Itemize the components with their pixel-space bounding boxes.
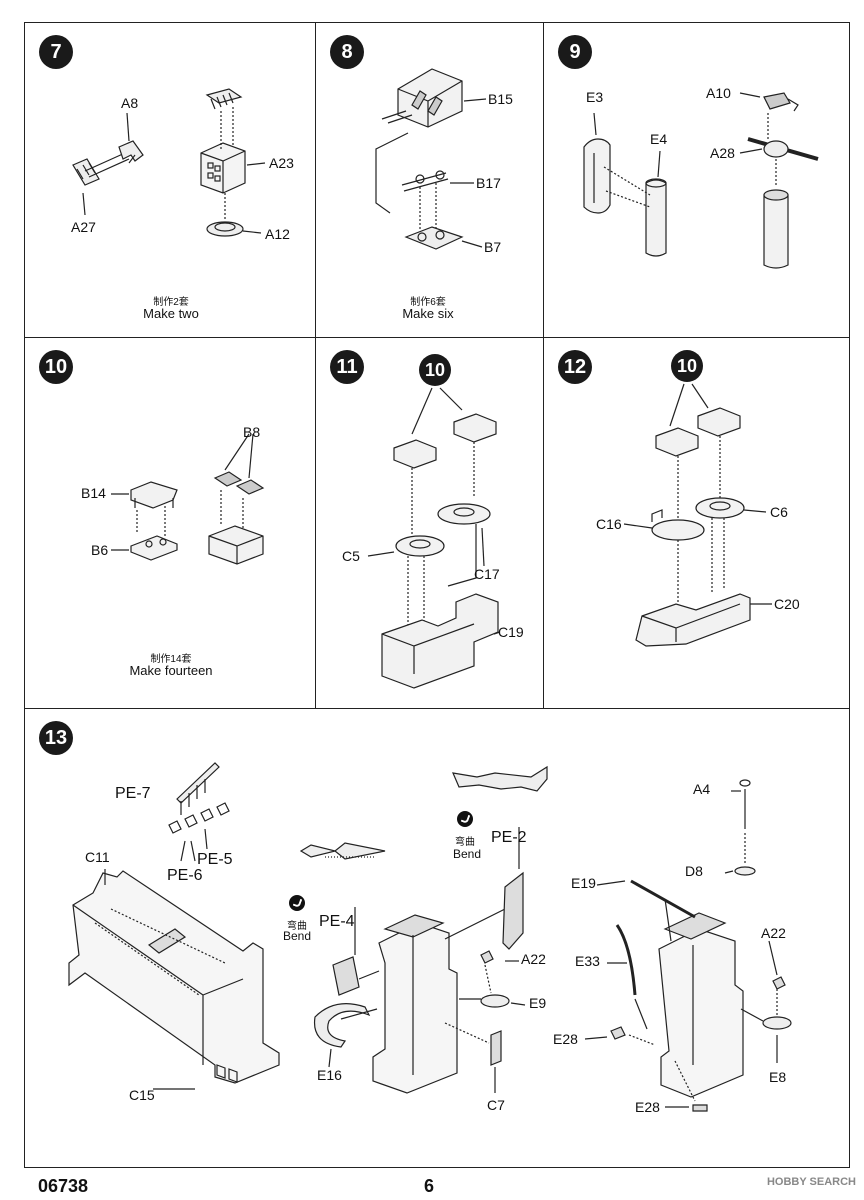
bend-icon xyxy=(289,895,305,911)
label-e28: E28 xyxy=(553,1031,578,1047)
label-c15: C15 xyxy=(129,1087,155,1103)
label-e33: E33 xyxy=(575,953,600,969)
step-10-drawing xyxy=(111,433,265,565)
label-e4: E4 xyxy=(650,131,668,147)
label-c20: C20 xyxy=(774,596,800,612)
step-number: 11 xyxy=(330,350,364,384)
step-13-drawing xyxy=(68,762,792,1112)
label-d8: D8 xyxy=(685,863,703,879)
step-12-panel: 12 10 C16 C6 C20 xyxy=(543,337,850,709)
instruction-cn: 制作14套 xyxy=(150,654,192,665)
label-e3: E3 xyxy=(586,89,604,105)
step-12-drawing xyxy=(623,383,772,647)
label-pe-5: PE-5 xyxy=(197,851,233,868)
label-a8: A8 xyxy=(121,95,139,111)
label-a23: A23 xyxy=(269,155,294,171)
label-b15: B15 xyxy=(488,91,513,107)
step-13-panel: 13 xyxy=(24,708,850,1168)
page-number: 6 xyxy=(424,1176,435,1196)
step-number: 8 xyxy=(330,35,364,69)
step-number: 13 xyxy=(39,721,73,755)
step-7-panel: 7 xyxy=(24,22,316,338)
label-a27: A27 xyxy=(71,219,96,235)
step-number: 9 xyxy=(558,35,592,69)
label-b6: B6 xyxy=(91,542,109,558)
step-number: 7 xyxy=(39,35,73,69)
label-c5: C5 xyxy=(342,548,360,564)
instruction-en: Make fourteen xyxy=(129,663,213,678)
instruction-en: Make six xyxy=(402,306,454,321)
bend-icon xyxy=(457,811,473,827)
step-11-drawing xyxy=(367,387,501,689)
step-number: 10 xyxy=(39,350,73,384)
label-c16: C16 xyxy=(596,516,622,532)
label-c11: C11 xyxy=(85,849,110,865)
label-c17: C17 xyxy=(474,566,500,582)
bend-label-en: Bend xyxy=(283,929,312,943)
sub-step-number: 10 xyxy=(671,350,703,382)
label-e28-lower: E28 xyxy=(635,1099,660,1115)
label-pe-6: PE-6 xyxy=(167,867,203,884)
bend-label-cn: 弯曲 xyxy=(455,837,475,848)
step-8-panel: 8 B15 B17 B7 制作6套 Make six xyxy=(315,22,544,338)
label-pe-2: PE-2 xyxy=(491,829,527,846)
label-pe-7: PE-7 xyxy=(115,785,151,802)
instruction-cn: 制作6套 xyxy=(410,297,446,308)
step-7-drawing xyxy=(72,88,266,237)
step-11-panel: 11 10 C5 C17 C19 xyxy=(315,337,544,709)
instruction-cn: 制作2套 xyxy=(153,297,189,308)
instruction-en: Make two xyxy=(143,306,199,321)
bend-label-en: Bend xyxy=(453,847,482,861)
step-number: 12 xyxy=(558,350,592,384)
step-8-drawing xyxy=(375,68,487,250)
label-b8: B8 xyxy=(243,424,261,440)
label-c6: C6 xyxy=(770,504,788,520)
label-a12: A12 xyxy=(265,226,290,242)
watermark: HOBBY SEARCH xyxy=(766,1176,856,1188)
step-10-panel: 10 B8 B14 B6 制作14套 Make fourteen xyxy=(24,337,316,709)
label-pe-4: PE-4 xyxy=(319,913,355,930)
label-a4: A4 xyxy=(693,781,711,797)
label-c19: C19 xyxy=(498,624,524,640)
label-e19: E19 xyxy=(571,875,596,891)
label-e9: E9 xyxy=(529,995,547,1011)
label-b17: B17 xyxy=(476,175,501,191)
sub-step-number: 10 xyxy=(419,354,451,386)
label-a10: A10 xyxy=(706,85,731,101)
label-c7: C7 xyxy=(487,1097,505,1113)
product-code: 06738 xyxy=(38,1176,89,1196)
label-b14: B14 xyxy=(81,485,106,501)
label-a22-right: A22 xyxy=(761,925,786,941)
bend-label-cn: 弯曲 xyxy=(287,921,307,932)
step-9-panel: 9 E3 E4 A10 A28 xyxy=(543,22,850,338)
label-e16: E16 xyxy=(317,1067,342,1083)
label-b7: B7 xyxy=(484,239,502,255)
step-9-drawing xyxy=(583,92,819,269)
label-a22: A22 xyxy=(521,951,546,967)
label-e8: E8 xyxy=(769,1069,787,1085)
label-a28: A28 xyxy=(710,145,735,161)
